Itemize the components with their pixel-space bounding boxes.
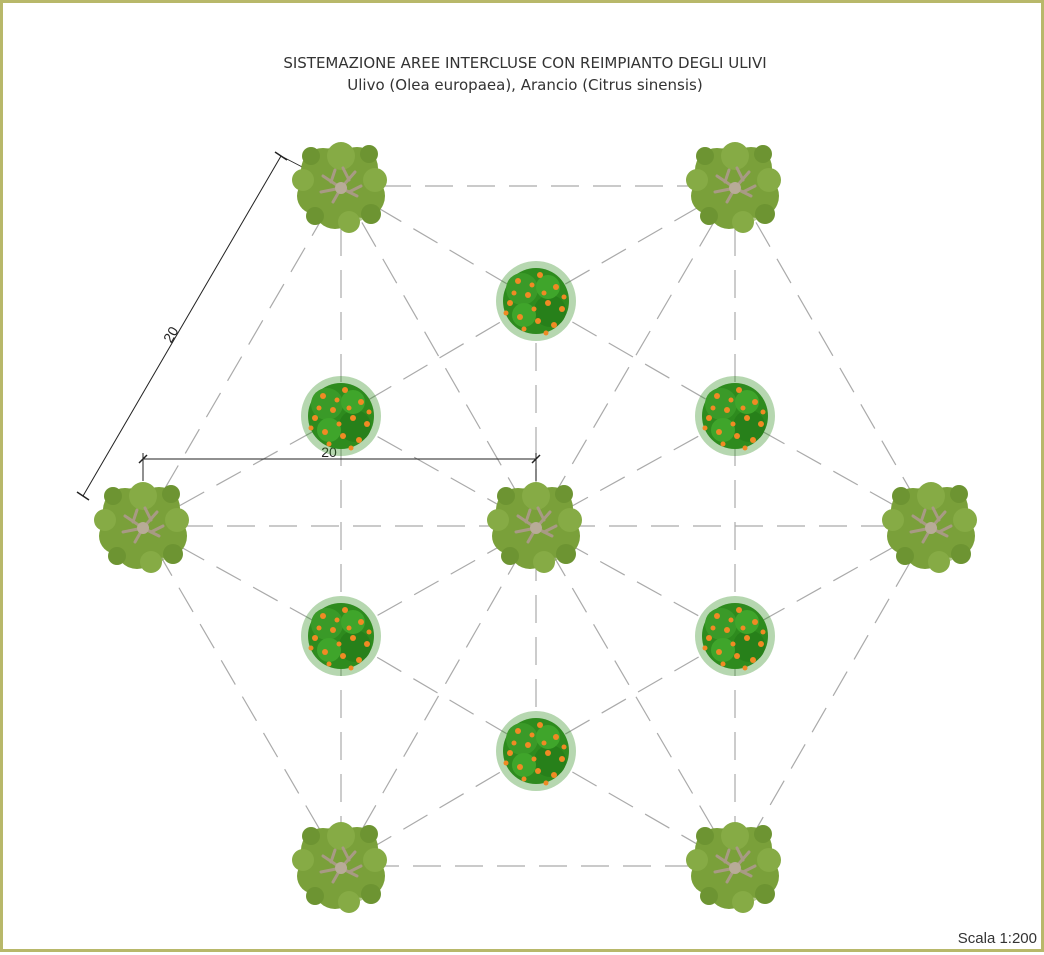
olive-tree (290, 140, 389, 235)
planting-plan: 20 20 (76, 140, 979, 915)
olive-tree (92, 480, 191, 575)
dimension-diagonal-label: 20 (160, 324, 182, 346)
orange-tree (496, 261, 576, 341)
olive-tree (485, 480, 584, 575)
olive-tree (290, 820, 389, 915)
orange-tree (695, 596, 775, 676)
orange-tree (496, 711, 576, 791)
olive-tree (880, 480, 979, 575)
orange-tree (301, 596, 381, 676)
drawing-title: SISTEMAZIONE AREE INTERCLUSE CON REIMPIA… (283, 54, 767, 72)
orange-tree (301, 376, 381, 456)
orange-tree (695, 376, 775, 456)
olive-tree (684, 820, 783, 915)
dimension-diagonal: 20 (76, 151, 340, 501)
drawing-subtitle: Ulivo (Olea europaea), Arancio (Citrus s… (347, 76, 703, 94)
scale-label: Scala 1:200 (957, 930, 1037, 947)
olive-tree (684, 140, 783, 235)
